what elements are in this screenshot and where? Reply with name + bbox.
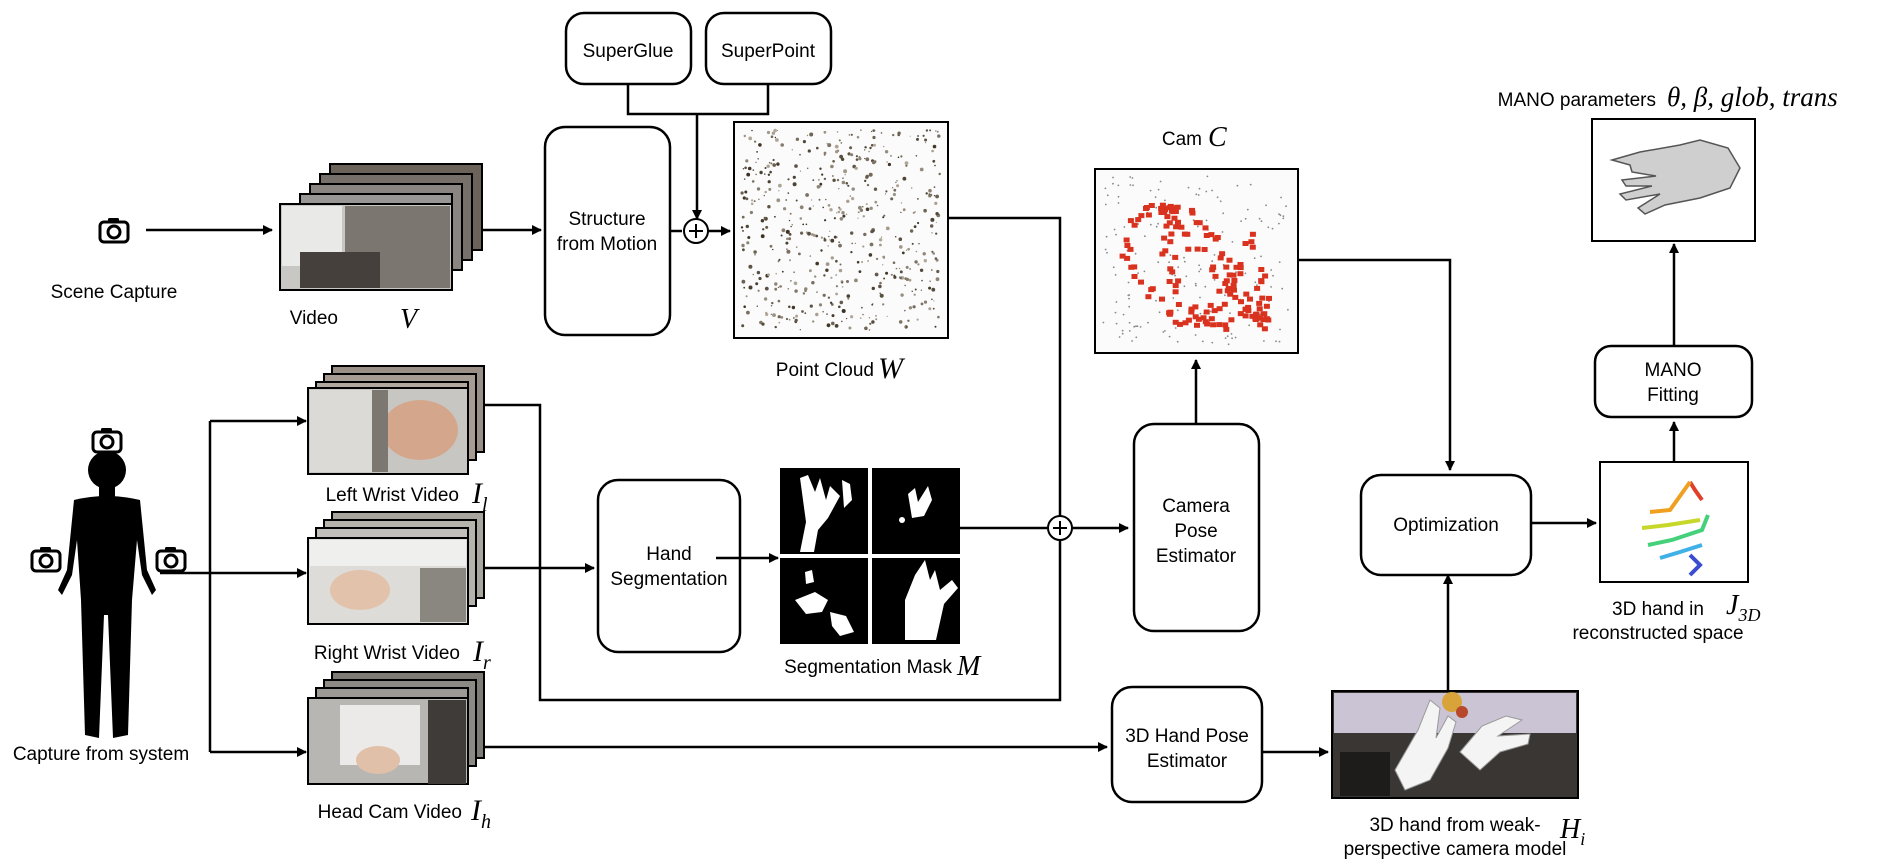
segmentation-mask-symbol: M (956, 651, 982, 682)
head-cam-symbol: Ih (470, 794, 491, 833)
cpe-label-line1: Camera (1162, 496, 1230, 517)
scene-capture-label: Scene Capture (51, 282, 178, 303)
cam-caption: Cam (1162, 129, 1202, 150)
right-wrist-caption: Right Wrist Video (314, 643, 460, 664)
mano-params-symbol: θ, β, glob, trans (1667, 82, 1838, 112)
hand-seg-label-line2: Segmentation (610, 569, 727, 590)
hand-pose-estimator-box (1110, 685, 1264, 804)
video-v-stack (279, 163, 483, 291)
superglue-label: SuperGlue (583, 41, 674, 62)
right-wrist-video-stack (307, 511, 485, 625)
left-wrist-caption: Left Wrist Video (326, 485, 459, 506)
sfm-box (543, 125, 672, 337)
mano-fitting-line1: MANO (1645, 360, 1702, 381)
mano-fitting-box (1593, 344, 1754, 419)
right-wrist-camera-icon (155, 545, 187, 573)
hand-segmentation-box (596, 478, 742, 654)
hand-3d-symbol: J3D (1726, 590, 1760, 625)
point-cloud-symbol: W (878, 352, 906, 385)
hand-weak-caption-line2: perspective camera model (1344, 839, 1567, 860)
weak-perspective-hand-image (1331, 690, 1579, 799)
merge-node-camera (1047, 515, 1073, 541)
point-cloud-caption: Point Cloud (776, 360, 874, 381)
cam-symbol: C (1208, 122, 1227, 153)
left-wrist-camera-icon (30, 545, 62, 573)
segmentation-mask-caption: Segmentation Mask (784, 657, 952, 678)
video-caption: Video (290, 308, 338, 329)
merge-node-sfm (683, 218, 709, 244)
hand-seg-label-line1: Hand (646, 544, 691, 565)
right-wrist-symbol: Ir (472, 635, 491, 674)
mano-mesh-image (1591, 118, 1756, 242)
head-cam-caption: Head Cam Video (318, 802, 462, 823)
video-symbol: V (400, 304, 420, 335)
scene-camera-icon (98, 216, 130, 244)
cpe-label-line2: Pose (1174, 521, 1217, 542)
head-camera-icon (91, 426, 123, 454)
hpe-label-line2: Estimator (1147, 751, 1228, 772)
sfm-label-line1: Structure (568, 209, 645, 230)
optimization-label: Optimization (1393, 515, 1499, 536)
optimization-box (1359, 473, 1533, 577)
cpe-label-line3: Estimator (1156, 546, 1237, 567)
superpoint-label: SuperPoint (721, 41, 816, 62)
camera-trajectory-image (1094, 168, 1299, 354)
mano-fitting-line2: Fitting (1647, 385, 1699, 406)
left-wrist-video-stack (307, 365, 485, 475)
sfm-label-line2: from Motion (557, 234, 657, 255)
hand-skeleton-image (1599, 461, 1749, 583)
capture-system-label: Capture from system (13, 744, 189, 765)
left-wrist-symbol: Il (471, 477, 488, 516)
hand-weak-caption-line1: 3D hand from weak- (1369, 815, 1540, 836)
human-body-silhouette (58, 451, 156, 738)
point-cloud-image (733, 121, 949, 339)
mano-params-caption: MANO parameters (1498, 90, 1656, 111)
hand-3d-caption-line2: reconstructed space (1572, 623, 1743, 644)
segmentation-mask-grid (780, 468, 960, 644)
head-cam-video-stack (307, 671, 485, 785)
hand-3d-caption-line1: 3D hand in (1612, 599, 1704, 620)
hand-weak-symbol: Hi (1559, 814, 1585, 849)
hpe-label-line1: 3D Hand Pose (1125, 726, 1249, 747)
